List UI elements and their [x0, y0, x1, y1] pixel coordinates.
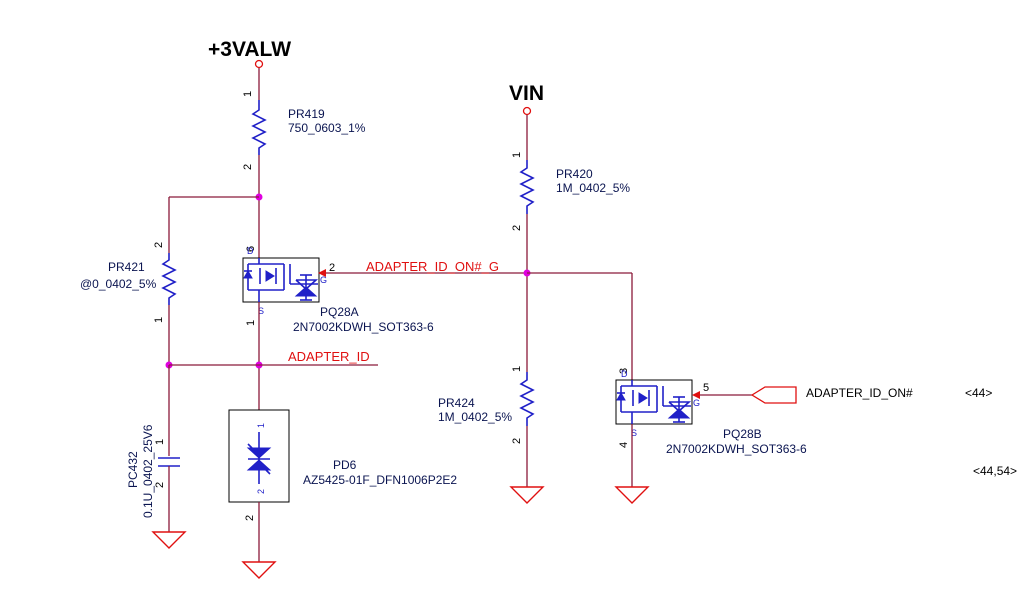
ground-symbol: [151, 531, 187, 549]
offpage-connector: [750, 386, 797, 404]
transistor-pq28a: 6 D G S 1 PQ28A 2N7002KDWH_SOT363-6: [242, 246, 434, 334]
svg-text:1: 1: [153, 317, 165, 323]
resistor-pr421: 2 1 PR421 @0_0402_5%: [80, 242, 177, 323]
svg-text:1: 1: [242, 91, 254, 97]
svg-text:4: 4: [618, 442, 630, 448]
pr424-ref: PR424: [438, 396, 475, 410]
ground-symbol: [614, 486, 650, 504]
ground-symbol: [241, 561, 277, 579]
svg-text:2: 2: [154, 482, 166, 488]
vcc-terminal: [254, 59, 264, 69]
svg-text:1: 1: [245, 320, 257, 326]
ground-symbol: [509, 486, 545, 504]
pr424-value: 1M_0402_5%: [438, 410, 512, 424]
resistor-pr424: 1 2 PR424 1M_0402_5%: [438, 366, 535, 444]
gate-arrow: [318, 269, 326, 277]
pq28a-value: 2N7002KDWH_SOT363-6: [293, 320, 434, 334]
svg-text:2: 2: [153, 242, 165, 248]
svg-text:2: 2: [329, 262, 335, 274]
page-ref-1: <44>: [965, 386, 992, 400]
pq28b-value: 2N7002KDWH_SOT363-6: [666, 442, 807, 456]
transistor-pq28b: 3 D G S 4 PQ28B 2N7002KDWH_SOT363-6: [615, 368, 807, 456]
pr420-ref: PR420: [556, 167, 593, 181]
pc432-value: 0.1U_0402_25V6: [141, 424, 155, 518]
resistor-pr420: 1 2 PR420 1M_0402_5%: [511, 152, 630, 231]
svg-text:2: 2: [244, 515, 256, 521]
svg-text:1: 1: [256, 423, 266, 428]
resistor-pr419: 1 2 PR419 750_0603_1%: [242, 91, 366, 170]
page-ref-2: <44,54>: [973, 464, 1017, 478]
diode-pd6: 1 2 PD6 AZ5425-01F_DFN1006P2E2: [228, 409, 457, 503]
pd6-ref: PD6: [333, 458, 357, 472]
capacitor-pc432: 1 2 PC432 0.1U_0402_25V6: [126, 424, 180, 518]
svg-text:G: G: [320, 275, 327, 285]
svg-text:2: 2: [511, 438, 523, 444]
net-adapter-id-on: ADAPTER_ID_ON#: [806, 386, 913, 400]
svg-text:1: 1: [511, 152, 523, 158]
net-adapter-id: ADAPTER_ID: [288, 349, 370, 364]
svg-text:S: S: [631, 428, 637, 438]
net-adapter-id-on-g: ADAPTER_ID_ON#_G: [366, 259, 499, 274]
gate-arrow: [692, 391, 700, 399]
svg-text:2: 2: [242, 164, 254, 170]
svg-text:3: 3: [618, 368, 630, 374]
svg-text:D: D: [621, 369, 628, 379]
svg-text:2: 2: [511, 225, 523, 231]
svg-text:D: D: [247, 246, 254, 256]
pq28b-ref: PQ28B: [723, 427, 762, 441]
pr421-value: @0_0402_5%: [80, 277, 157, 291]
pr419-ref: PR419: [288, 107, 325, 121]
pr421-ref: PR421: [108, 260, 145, 274]
svg-text:1: 1: [154, 439, 166, 445]
pd6-value: AZ5425-01F_DFN1006P2E2: [303, 473, 457, 487]
svg-text:2: 2: [256, 489, 266, 494]
svg-text:6: 6: [245, 246, 257, 252]
pq28a-ref: PQ28A: [320, 305, 359, 319]
vin-label: VIN: [509, 82, 544, 105]
pr420-value: 1M_0402_5%: [556, 181, 630, 195]
pr419-value: 750_0603_1%: [288, 121, 366, 135]
svg-text:G: G: [693, 398, 700, 408]
svg-text:5: 5: [703, 382, 709, 394]
svg-text:1: 1: [511, 366, 523, 372]
vin-terminal: [522, 106, 532, 116]
pc432-ref: PC432: [126, 451, 140, 488]
svg-text:S: S: [258, 306, 264, 316]
vcc-label: +3VALW: [208, 38, 291, 61]
